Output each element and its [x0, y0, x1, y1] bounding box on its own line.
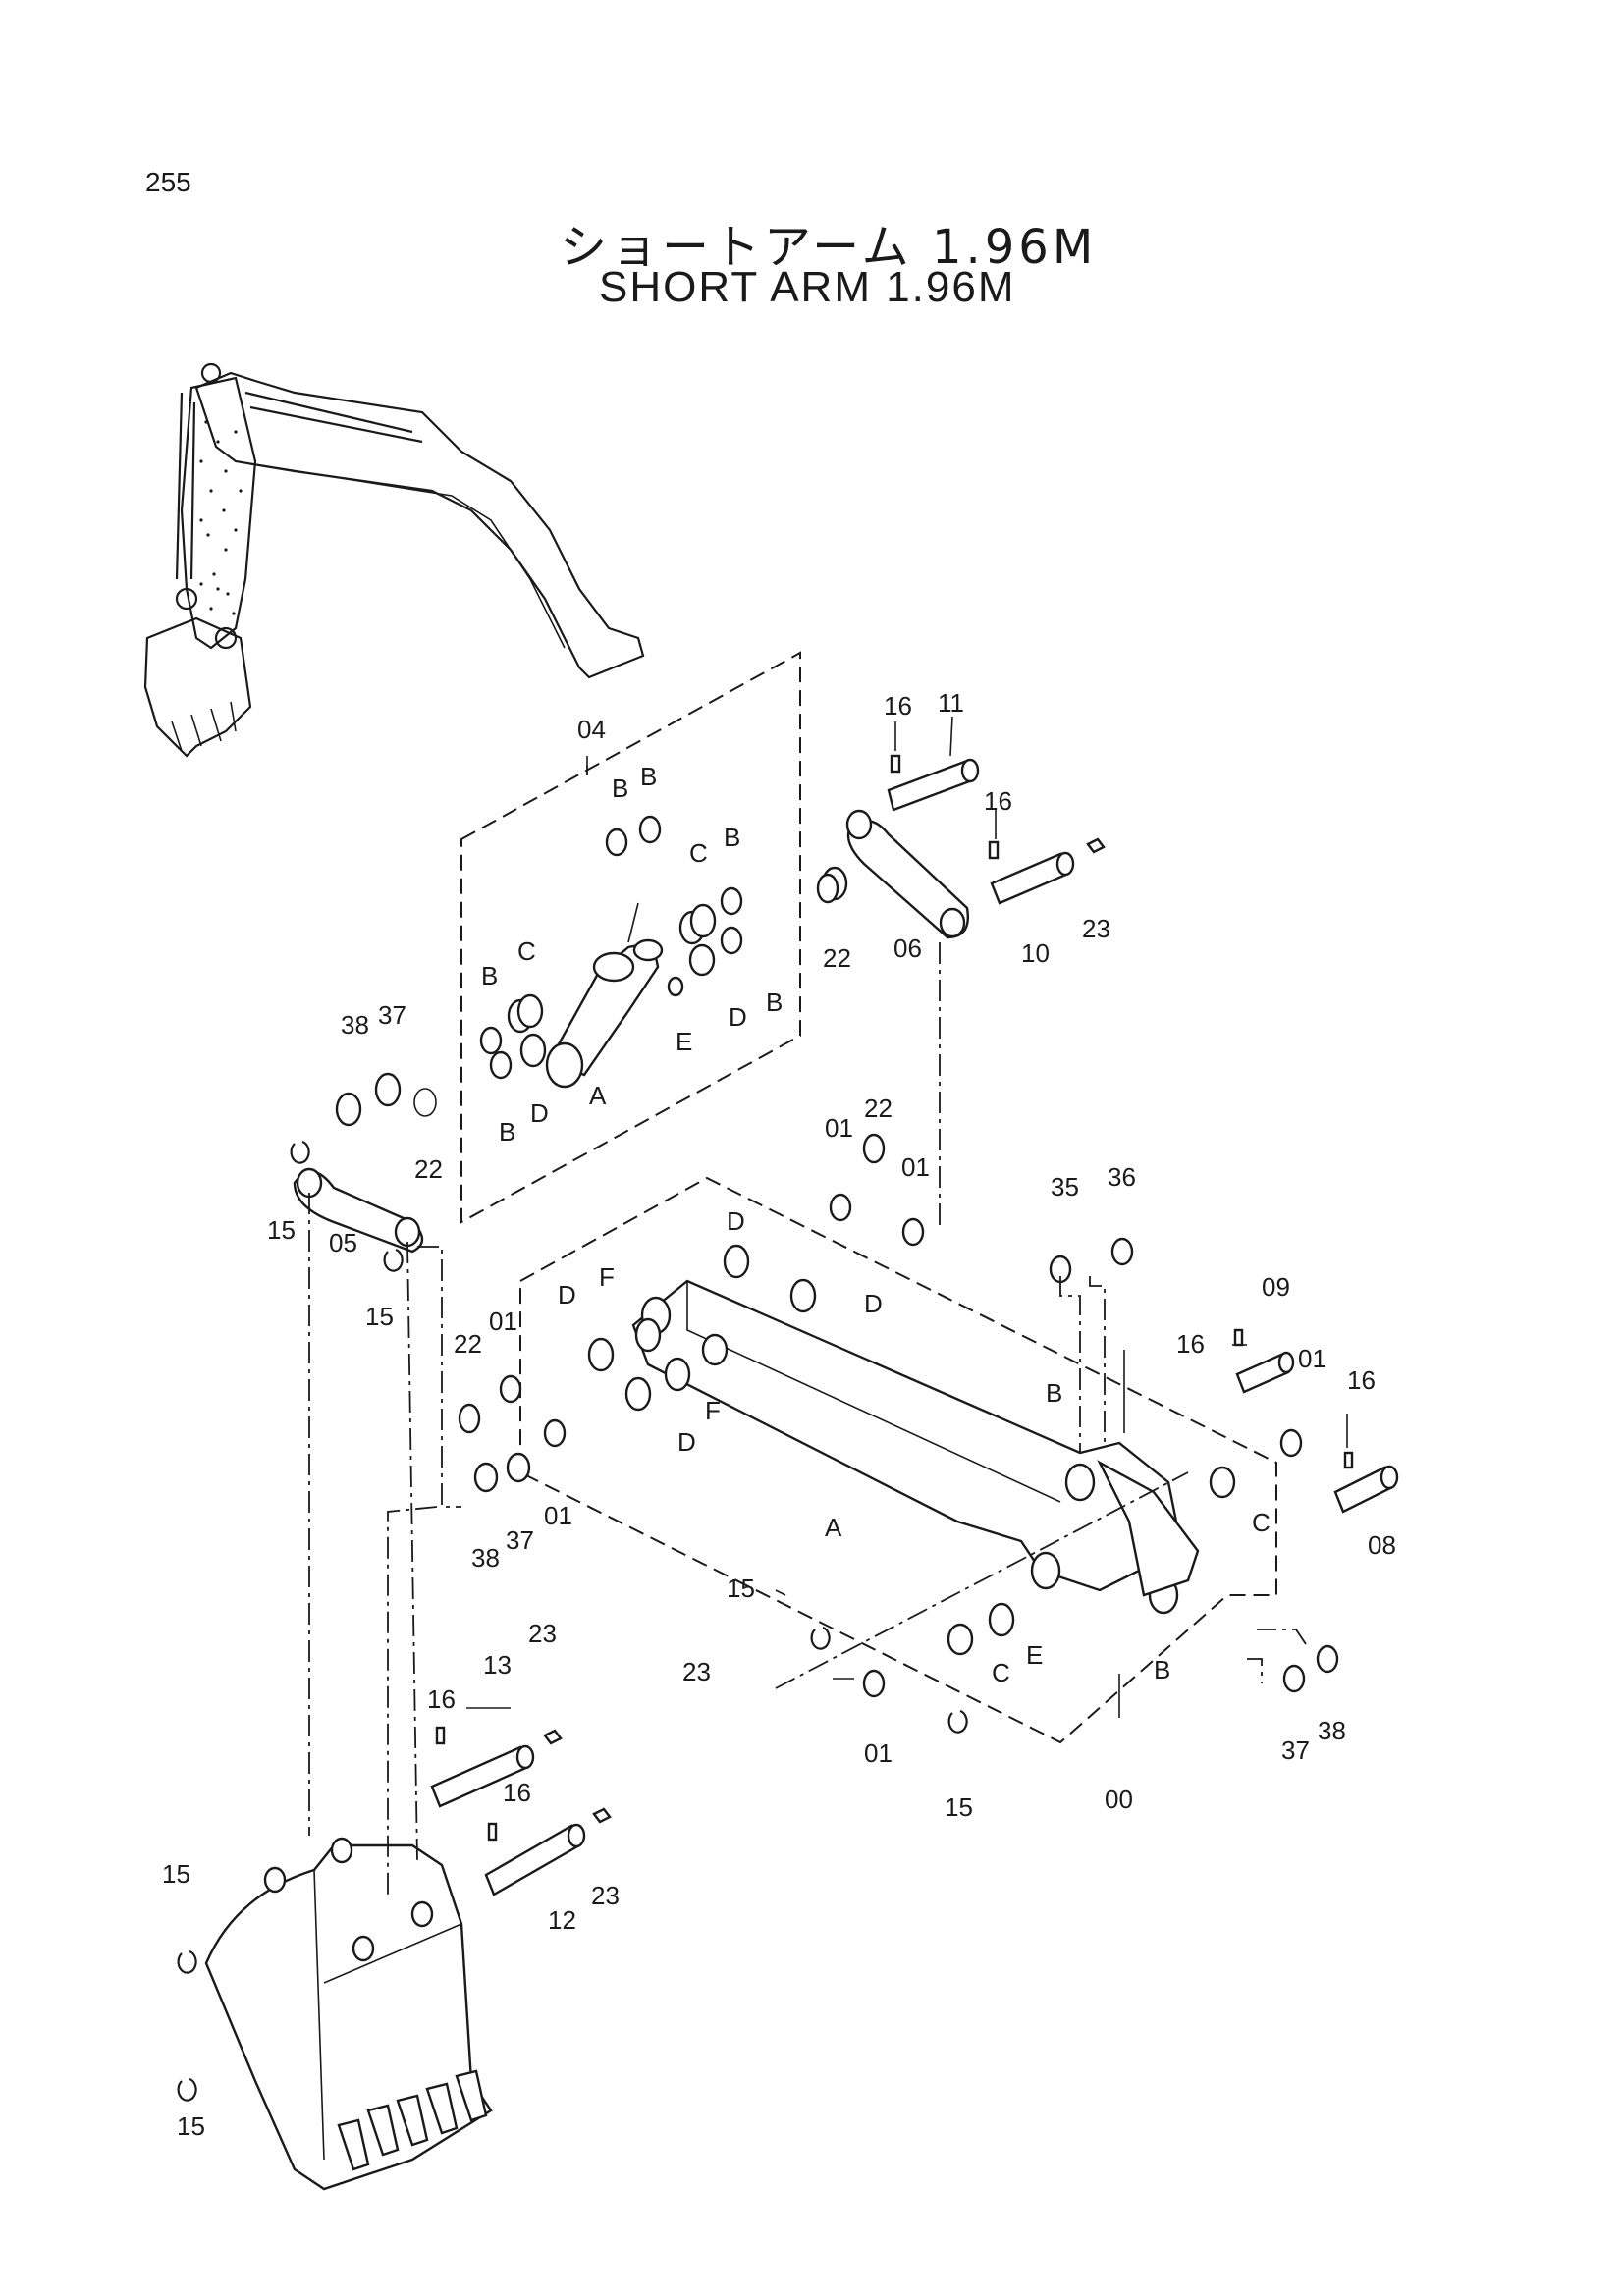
- callout-00: 00: [1105, 1785, 1133, 1814]
- label-b: B: [1154, 1655, 1170, 1684]
- link-05: [293, 1167, 424, 1254]
- callout-22: 22: [454, 1329, 482, 1359]
- label-d: D: [677, 1427, 696, 1457]
- callout-22: 22: [823, 943, 851, 973]
- callout-23: 23: [1082, 914, 1110, 943]
- callout-13: 13: [483, 1650, 512, 1680]
- callout-11: 11: [938, 688, 964, 718]
- leader-lines: [466, 716, 1348, 1718]
- pin-12: [484, 1807, 612, 1896]
- callout-16: 16: [984, 786, 1012, 816]
- link-06: [845, 809, 969, 939]
- pin-11: [887, 754, 980, 812]
- callout-04: 04: [577, 715, 606, 744]
- callout-05: 05: [329, 1228, 357, 1257]
- label-a: A: [825, 1513, 842, 1542]
- label-c: C: [1252, 1508, 1271, 1537]
- callout-15: 15: [365, 1302, 394, 1331]
- callout-38: 38: [341, 1010, 369, 1040]
- label-b: B: [766, 988, 783, 1017]
- callout-37: 37: [378, 1000, 406, 1030]
- callout-16: 16: [503, 1778, 531, 1807]
- callout-23: 23: [682, 1657, 711, 1686]
- label-e: E: [1026, 1640, 1043, 1670]
- link-assembly-a: [545, 902, 664, 1089]
- callout-12: 12: [548, 1905, 576, 1935]
- pin-13: [430, 1726, 563, 1808]
- callout-16: 16: [427, 1684, 456, 1714]
- label-a: A: [589, 1081, 607, 1110]
- group-04-bushings: [479, 815, 848, 1080]
- callout-01: 01: [1298, 1344, 1326, 1373]
- callout-37: 37: [1281, 1735, 1310, 1765]
- label-b: B: [499, 1117, 515, 1147]
- shim-22: [816, 873, 839, 904]
- label-d: D: [864, 1289, 883, 1318]
- group-00-boundary: [519, 1176, 1277, 1744]
- excavator-attachment-illustration: [143, 362, 645, 758]
- label-c: C: [517, 936, 536, 966]
- label-f: F: [705, 1396, 721, 1425]
- callout-01: 01: [901, 1152, 930, 1182]
- label-d: D: [729, 1002, 747, 1032]
- label-d: D: [558, 1280, 576, 1309]
- label-c: C: [689, 838, 708, 868]
- callout-15: 15: [727, 1574, 755, 1603]
- snap-rings: [177, 1140, 968, 2102]
- label-f: F: [599, 1262, 615, 1292]
- callout-22: 22: [414, 1154, 443, 1184]
- callout-01: 01: [825, 1113, 853, 1143]
- callout-01: 01: [864, 1738, 893, 1768]
- arm-bushings: [473, 1193, 1339, 1698]
- shim-22: [458, 1403, 481, 1434]
- label-e: E: [676, 1027, 692, 1056]
- title-english: SHORT ARM 1.96M: [599, 263, 1016, 311]
- arm-body-a: [631, 1279, 1200, 1615]
- label-d: D: [530, 1098, 549, 1128]
- callout-01: 01: [544, 1501, 572, 1530]
- bucket: [204, 1837, 493, 2191]
- callout-15: 15: [162, 1859, 190, 1889]
- pin-09: [1233, 1328, 1295, 1394]
- label-d: D: [727, 1206, 745, 1236]
- pin-10: [988, 837, 1106, 905]
- callout-15: 15: [177, 2111, 205, 2141]
- callout-06: 06: [893, 934, 922, 963]
- label-b: B: [640, 762, 657, 791]
- callout-labels: 04 16 11 16 23 10 06 22 B B C B C B B D …: [162, 688, 1396, 2141]
- label-b: B: [724, 823, 740, 852]
- callout-01: 01: [489, 1307, 517, 1336]
- label-b: B: [481, 961, 498, 990]
- callout-15: 15: [945, 1792, 973, 1822]
- callout-23: 23: [591, 1881, 620, 1910]
- callout-35: 35: [1051, 1172, 1079, 1201]
- callout-10: 10: [1021, 938, 1050, 968]
- callout-38: 38: [471, 1543, 500, 1573]
- alignment-lines: [308, 942, 1307, 1895]
- pin-08: [1333, 1451, 1399, 1514]
- title-japanese: ショートアーム 1.96M: [560, 220, 1098, 275]
- label-c: C: [992, 1658, 1010, 1687]
- callout-16: 16: [1347, 1365, 1376, 1395]
- callout-38: 38: [1318, 1716, 1346, 1745]
- callout-09: 09: [1262, 1272, 1290, 1302]
- callout-37: 37: [506, 1525, 534, 1555]
- label-b: B: [1046, 1378, 1062, 1408]
- page-number: 255: [145, 167, 191, 197]
- callout-15: 15: [267, 1215, 296, 1245]
- group-04-boundary: [460, 651, 801, 1224]
- callout-16: 16: [1176, 1329, 1205, 1359]
- callout-16: 16: [884, 691, 912, 721]
- label-b: B: [612, 774, 628, 803]
- callout-36: 36: [1108, 1162, 1136, 1192]
- callout-08: 08: [1368, 1530, 1396, 1560]
- callout-23: 23: [528, 1619, 557, 1648]
- shim-22: [862, 1133, 886, 1164]
- callout-22: 22: [864, 1094, 893, 1123]
